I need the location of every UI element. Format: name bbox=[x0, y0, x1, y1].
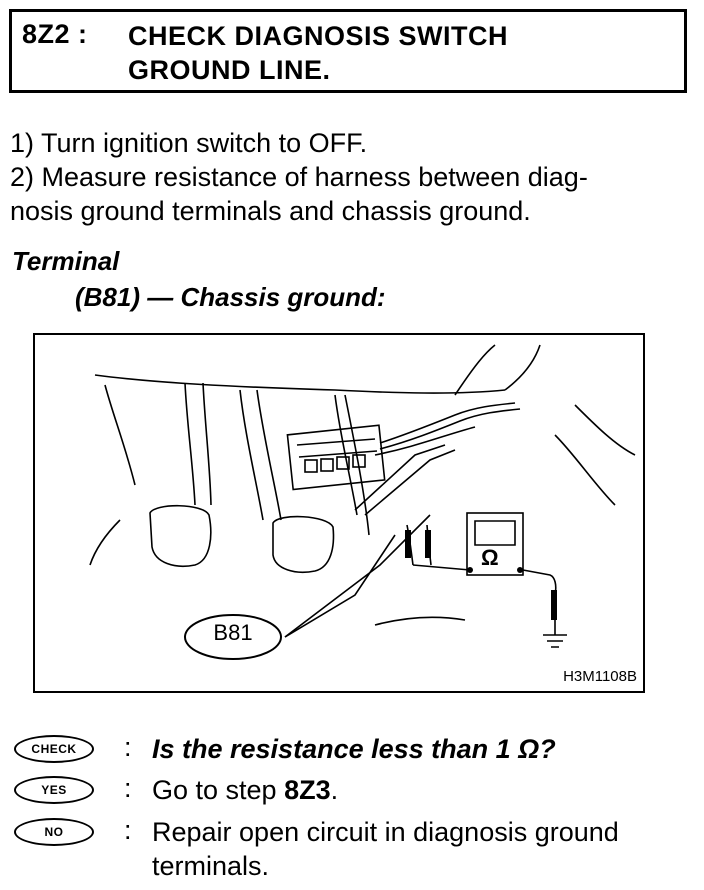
check-colon: : bbox=[124, 732, 132, 762]
pedal-harness-illustration bbox=[89, 344, 636, 660]
step-title: CHECK DIAGNOSIS SWITCH GROUND LINE. bbox=[128, 19, 508, 87]
b81-callout-oval bbox=[184, 614, 282, 660]
no-badge: NO bbox=[14, 818, 94, 846]
step-title-line2: GROUND LINE. bbox=[128, 55, 331, 85]
yes-answer-prefix: Go to step bbox=[152, 775, 285, 805]
check-badge: CHECK bbox=[14, 735, 94, 763]
instruction-2: 2) Measure resistance of harness between… bbox=[10, 162, 588, 192]
instructions: 1) Turn ignition switch to OFF. 2) Measu… bbox=[10, 126, 694, 228]
terminal-label: Terminal bbox=[12, 246, 120, 276]
instruction-1: 1) Turn ignition switch to OFF. bbox=[10, 128, 368, 158]
ohm-meter-symbol: Ω bbox=[481, 545, 499, 570]
yes-colon: : bbox=[124, 773, 132, 803]
check-question: Is the resistance less than 1 Ω? bbox=[152, 734, 556, 764]
yes-answer-step: 8Z3 bbox=[284, 775, 331, 805]
no-colon: : bbox=[124, 815, 132, 845]
figure-code: H3M1108B bbox=[563, 668, 637, 685]
yes-answer: Go to step 8Z3. bbox=[152, 773, 702, 807]
b81-callout-label: B81 bbox=[213, 620, 253, 645]
step-header-box: 8Z2 : CHECK DIAGNOSIS SWITCH GROUND LINE… bbox=[9, 9, 687, 93]
step-title-line1: CHECK DIAGNOSIS SWITCH bbox=[128, 21, 509, 51]
step-id: 8Z2 : bbox=[22, 19, 88, 49]
yes-badge: YES bbox=[14, 776, 94, 804]
instruction-2-cont: nosis ground terminals and chassis groun… bbox=[10, 196, 531, 226]
illustration-figure: B81 Ω H3M1108B bbox=[33, 333, 645, 693]
no-answer: Repair open circuit in diagnosis ground … bbox=[152, 817, 619, 881]
terminal-spec: (B81) — Chassis ground: bbox=[75, 282, 386, 312]
yes-answer-suffix: . bbox=[330, 775, 339, 805]
